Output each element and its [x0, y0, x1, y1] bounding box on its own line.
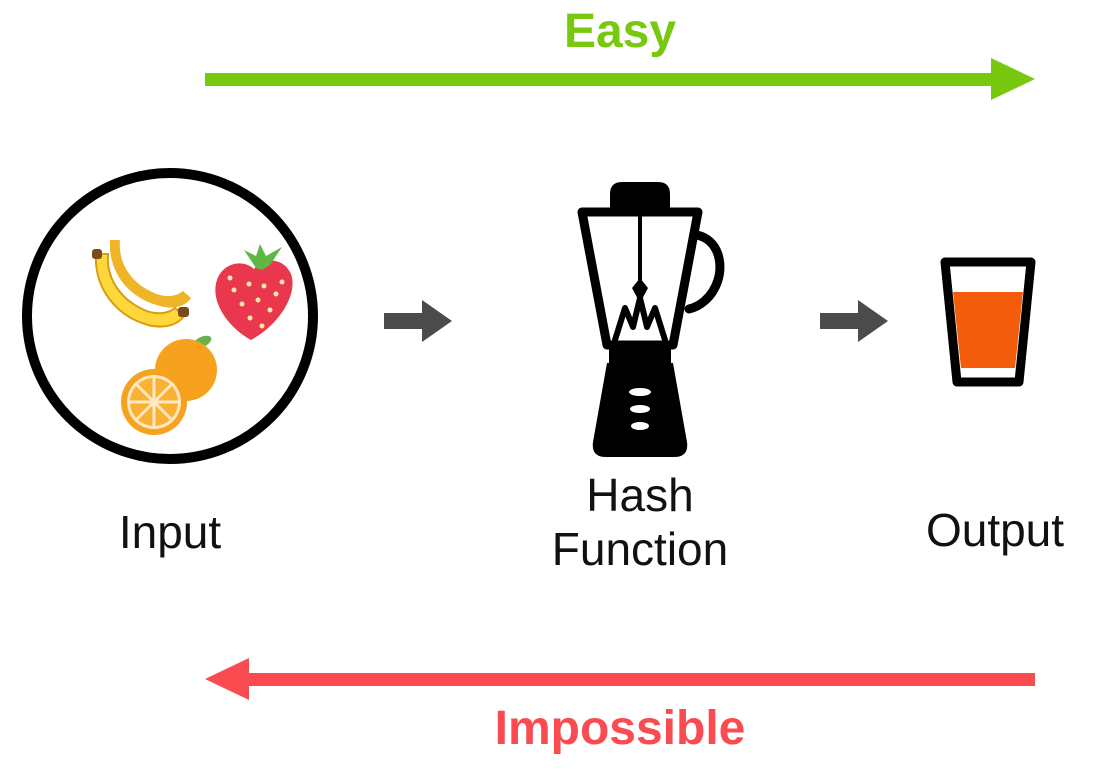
easy-label: Easy	[563, 5, 677, 58]
impossible-label: Impossible	[494, 702, 746, 755]
banana-icon	[92, 240, 191, 328]
easy-arrow-shaft	[205, 72, 991, 86]
juice-glass-icon	[940, 257, 1036, 387]
impossible-arrow-shaft	[249, 672, 1035, 686]
easy-arrow-head	[991, 58, 1035, 100]
hash-function-label-line1: Hash	[586, 469, 694, 521]
input-label: Input	[118, 506, 222, 558]
input-circle	[22, 168, 318, 464]
hash-function-label: Hash Function	[465, 468, 815, 576]
easy-arrow	[205, 58, 1035, 100]
impossible-arrow	[205, 658, 1035, 700]
hash-function-label-line2: Function	[551, 523, 729, 575]
strawberry-icon	[215, 244, 293, 340]
orange-icon	[121, 335, 217, 435]
flow-arrow-right-icon	[384, 300, 452, 342]
output-label: Output	[925, 504, 1065, 556]
blender-icon	[577, 182, 725, 457]
flow-arrow-right-icon	[820, 300, 888, 342]
impossible-arrow-head	[205, 658, 249, 700]
